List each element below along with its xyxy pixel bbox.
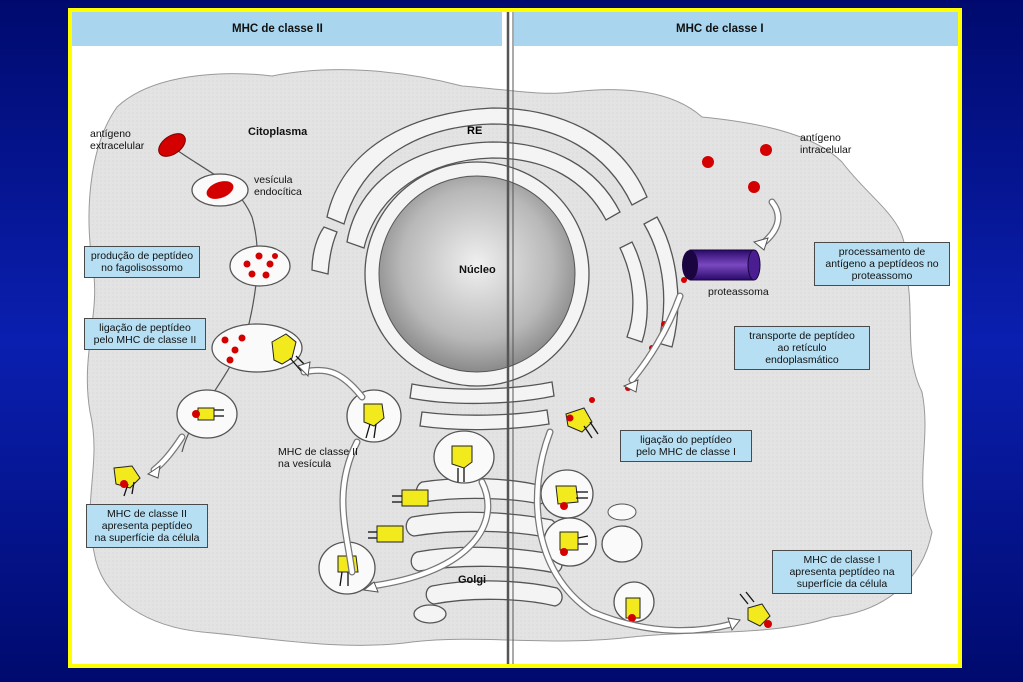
label-line: extracelular [90, 140, 145, 152]
label-line: antígeno [90, 128, 131, 140]
label-line: vesícula [254, 174, 293, 186]
endoplasmic-reticulum [311, 107, 679, 431]
label-line: antígeno [800, 132, 841, 144]
peptide-dots [243, 252, 278, 279]
mhc-i-molecules [555, 407, 771, 627]
box-ligacao-mhc-i: ligação do peptídeo pelo MHC de classe I [620, 430, 752, 462]
golgi-label: Golgi [458, 574, 487, 586]
box-line: MHC de classe II [107, 508, 187, 520]
proteasome [682, 249, 761, 281]
label-line: endocítica [254, 186, 302, 198]
mhc-ii-vesicula-label: MHC de classe II na vesícula [278, 446, 358, 470]
label-line: intracelular [800, 144, 852, 156]
box-line: ligação do peptídeo [640, 434, 732, 446]
box-line: pelo MHC de classe II [93, 334, 197, 346]
box-line: ao retículo [777, 342, 827, 354]
box-line: na superfície da célula [94, 532, 200, 544]
box-line: processamento de [838, 246, 926, 258]
box-processamento: processamento de antígeno a peptídeos no… [814, 242, 950, 286]
box-line: proteassomo [851, 270, 913, 282]
box-line: transporte de peptídeo [749, 330, 855, 342]
box-transporte: transporte de peptídeo ao retículo endop… [734, 326, 870, 370]
box-line: apresenta peptídeo na [789, 566, 895, 578]
header-band-right [514, 12, 958, 46]
re-label: RE [467, 125, 482, 137]
box-line: produção de peptídeo [90, 250, 194, 262]
antigeno-intracelular-label: antígeno intracelular [800, 132, 851, 156]
box-line: MHC de classe I [803, 554, 881, 566]
box-line: antígeno a peptídeos no [825, 258, 939, 270]
nucleus-inner [378, 175, 576, 373]
box-apresenta-mhc-i: MHC de classe I apresenta peptídeo na su… [772, 550, 912, 594]
box-line: pelo MHC de classe I [636, 446, 736, 458]
cell-diagram: RE [72, 12, 958, 664]
antigeno-extracelular-label: antígeno extracelular [90, 128, 144, 152]
label-line: na vesícula [278, 458, 332, 470]
figure-panel: RE [72, 12, 958, 664]
header-band-left [72, 12, 502, 46]
box-ligacao-mhc-ii: ligação de peptídeo pelo MHC de classe I… [84, 318, 206, 350]
label-line: MHC de classe II [278, 446, 358, 458]
box-line: ligação de peptídeo [99, 322, 191, 334]
proteassoma-label: proteassoma [708, 286, 769, 298]
yellow-frame: RE [68, 8, 962, 668]
intracellular-antigens [702, 144, 772, 193]
mhc-i-vesicle-3 [601, 525, 643, 563]
box-line: apresenta peptídeo [101, 520, 193, 532]
vesicula-endocitica-label: vesícula endocítica [254, 174, 302, 198]
box-apresenta-mhc-ii: MHC de classe II apresenta peptídeo na s… [86, 504, 208, 548]
citoplasma-label: Citoplasma [248, 126, 308, 138]
box-line: endoplasmático [765, 354, 839, 366]
extracellular-antigen [158, 133, 186, 157]
box-line: superfície da célula [796, 578, 888, 590]
header-mhc-class-i: MHC de classe I [676, 23, 764, 35]
header-mhc-class-ii: MHC de classe II [232, 23, 323, 35]
box-line: no fagolisossomo [101, 262, 183, 274]
phagolysosome [229, 245, 291, 287]
nucleo-label: Núcleo [459, 264, 496, 276]
box-producao-peptideo: produção de peptídeo no fagolisossomo [84, 246, 200, 278]
